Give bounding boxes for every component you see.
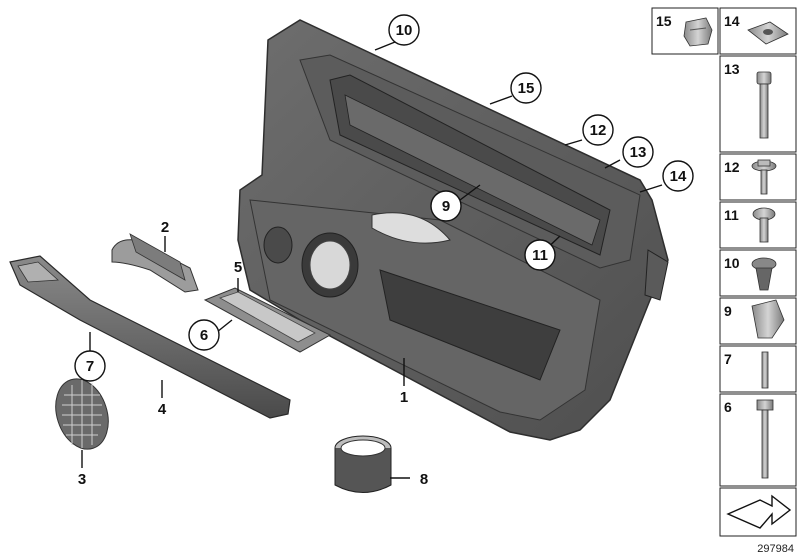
door-handle-part: [111, 233, 199, 293]
clip-9-icon: [751, 299, 785, 339]
bolt-13-icon: [756, 71, 772, 139]
speaker-grille-part: [55, 378, 109, 450]
panel-num-14: 14: [724, 13, 740, 29]
trim-strip-part: [9, 255, 291, 419]
rivet-10-icon: [751, 257, 777, 291]
panel-num-9: 9: [724, 303, 732, 319]
panel-num-15: 15: [656, 13, 672, 29]
callout-6: 6: [200, 327, 208, 344]
clip-15-icon: [683, 17, 713, 47]
door-trim-panel: [237, 19, 669, 441]
callout-8: 8: [420, 471, 428, 488]
leader-lines: [81, 41, 663, 479]
handle-bracket-part: [203, 287, 332, 353]
fastener-parts-panel: 15 14 13 12 11 10 9 7 6: [651, 7, 797, 537]
direction-arrow-icon: [726, 494, 792, 529]
panel-num-11: 11: [724, 207, 739, 223]
callout-9: 9: [442, 198, 450, 215]
screw-11-icon: [752, 207, 776, 243]
callout-13: 13: [630, 144, 647, 161]
callout-15: 15: [518, 80, 535, 97]
callout-10: 10: [396, 22, 413, 39]
pin-6-icon: [756, 399, 774, 479]
callout-11: 11: [532, 247, 548, 264]
panel-num-12: 12: [724, 159, 740, 175]
document-number: 297984: [757, 543, 794, 555]
nut-14-icon: [747, 21, 789, 45]
callout-labels: 1 2 3 4 5 8 6 7 9 10 11 12 13 14 15: [74, 14, 694, 488]
callout-12: 12: [590, 122, 607, 139]
screw-12-icon: [751, 159, 777, 195]
panel-num-6: 6: [724, 399, 732, 415]
callout-2: 2: [161, 219, 169, 236]
callout-4: 4: [158, 401, 167, 418]
callout-1: 1: [400, 389, 408, 406]
panel-num-7: 7: [724, 351, 732, 367]
damping-ring-part: [334, 435, 392, 493]
pin-7-icon: [761, 351, 769, 389]
panel-num-10: 10: [724, 255, 740, 271]
callout-3: 3: [78, 471, 86, 488]
callout-7: 7: [86, 358, 94, 375]
callout-5: 5: [234, 259, 242, 276]
callout-14: 14: [670, 168, 687, 185]
panel-num-13: 13: [724, 61, 740, 77]
